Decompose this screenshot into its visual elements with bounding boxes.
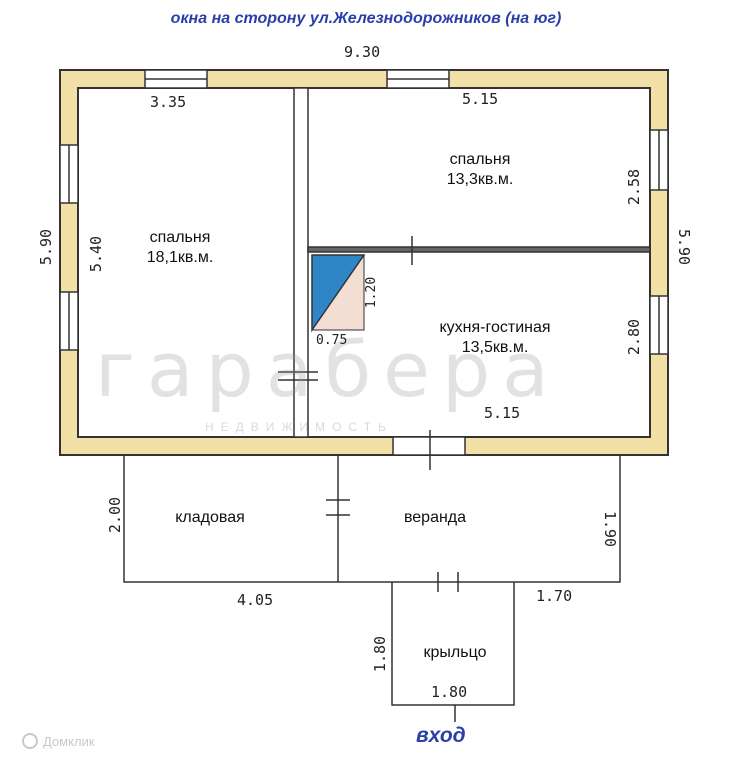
partition-vertical	[293, 87, 309, 438]
dim-stair-height: 1.20	[364, 276, 380, 309]
dim-bedroom1-width: 3.35	[150, 93, 187, 111]
dim-left-inner: 5.40	[87, 235, 106, 273]
front-door	[392, 430, 466, 470]
watermark-brand: гарабера	[95, 325, 561, 414]
dim-bedroom2-width: 5.15	[462, 90, 499, 108]
porch	[391, 572, 515, 722]
dim-porch-depth: 1.80	[371, 635, 390, 673]
entry-label: вход	[416, 724, 466, 747]
watermark-tagline: НЕДВИЖИМОСТЬ	[205, 420, 393, 434]
windows	[59, 69, 669, 355]
room-kitchen-area: 13,5кв.м.	[461, 339, 529, 356]
room-veranda: веранда	[403, 509, 467, 526]
staircase	[311, 254, 366, 333]
dim-storage-depth: 2.00	[106, 496, 125, 534]
dim-veranda-step: 1.70	[536, 587, 573, 605]
dim-annex-width: 4.05	[237, 591, 274, 609]
room-kitchen-living: кухня-гостиная 13,5кв.м.	[395, 318, 595, 358]
dim-kitchen-depth: 2.80	[625, 318, 644, 356]
dim-left-outer: 5.90	[37, 228, 56, 266]
room-kitchen-name: кухня-гостиная	[439, 319, 551, 336]
dim-top-total: 9.30	[344, 43, 381, 61]
room-bedroom-2-area: 13,3кв.м.	[446, 171, 514, 188]
dim-porch-width: 1.80	[431, 683, 468, 701]
interior-walls	[278, 87, 651, 438]
partition-horizontal	[307, 246, 651, 253]
dim-stair-width: 0.75	[316, 333, 348, 348]
room-storage: кладовая	[175, 509, 245, 526]
domclick-logo-icon	[22, 733, 38, 749]
dim-veranda-depth: 1.90	[601, 510, 620, 548]
staircase-fill	[311, 254, 366, 333]
annex	[123, 455, 621, 583]
page-title: окна на сторону ул.Железнодорожников (на…	[170, 10, 562, 27]
room-bedroom-2-name: спальня	[449, 151, 511, 168]
dim-bedroom2-depth: 2.58	[625, 168, 644, 206]
room-bedroom-1: спальня 18,1кв.м.	[120, 228, 240, 268]
dim-kitchen-width: 5.15	[484, 404, 521, 422]
room-bedroom-2: спальня 13,3кв.м.	[400, 150, 560, 190]
domclick-badge-label: Домклик	[43, 733, 95, 749]
room-porch: крыльцо	[423, 644, 487, 661]
domclick-badge: Домклик	[22, 733, 95, 749]
dim-right-outer: 5.90	[675, 228, 694, 266]
room-bedroom-1-area: 18,1кв.м.	[146, 249, 214, 266]
room-bedroom-1-name: спальня	[149, 229, 211, 246]
